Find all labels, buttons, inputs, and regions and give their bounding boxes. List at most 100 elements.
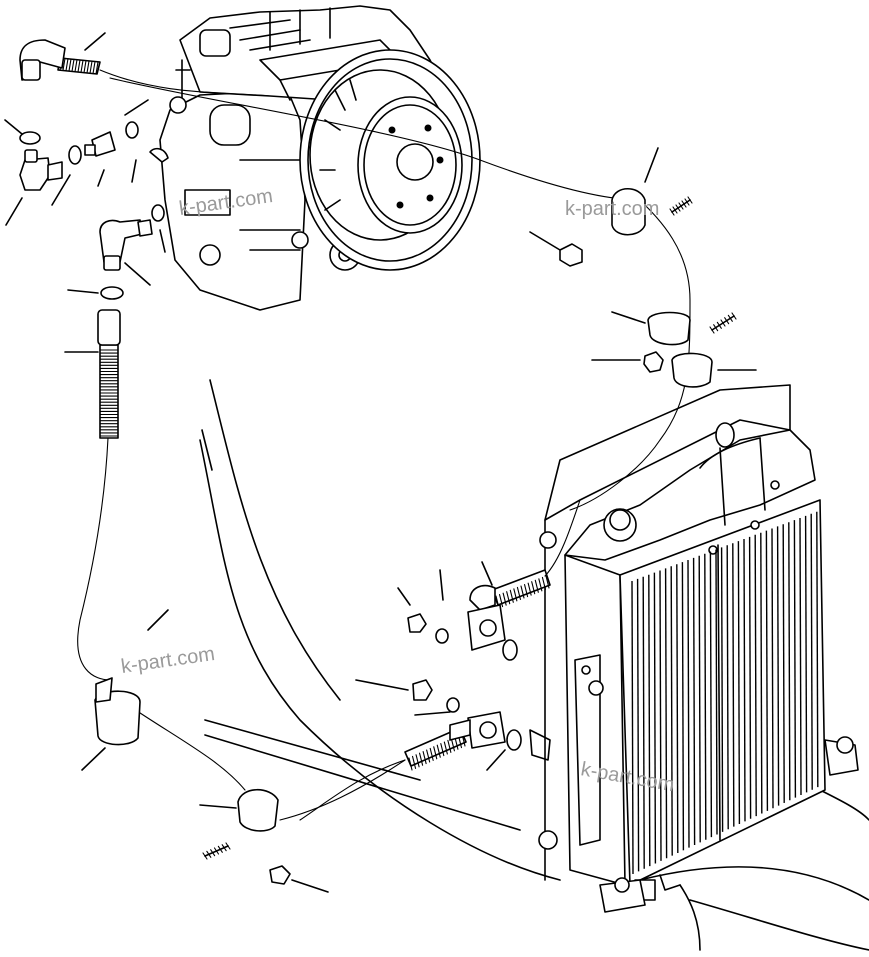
callout-leader — [81, 747, 106, 771]
bolt-thread — [206, 850, 212, 858]
hose-rib — [89, 60, 93, 74]
callout-leader — [97, 169, 105, 187]
radiator-fin — [681, 562, 685, 851]
callout-leader — [124, 262, 151, 286]
callout-leader — [486, 749, 506, 771]
hose-rib — [506, 591, 511, 605]
hose-rib — [426, 749, 431, 763]
nut — [559, 243, 583, 267]
radiator-fin — [737, 541, 741, 824]
hose-rib — [541, 576, 546, 590]
radiator-fin — [698, 555, 701, 843]
hose-rib — [436, 744, 441, 758]
hose-rib — [450, 738, 455, 752]
callout-leader — [5, 197, 23, 226]
bolt-thread — [716, 321, 722, 329]
bolt-thread — [720, 319, 726, 327]
callout-leader — [439, 569, 444, 601]
bolt-thread — [669, 208, 675, 216]
radiator-fin — [771, 528, 774, 809]
hoses — [19, 39, 691, 821]
bolt-thread — [709, 326, 715, 334]
callout-leaders — [4, 32, 757, 893]
hose-rib — [415, 754, 420, 768]
radiator-fin — [642, 576, 645, 869]
radiator-fin — [776, 526, 780, 806]
hose-rib — [520, 585, 525, 599]
hose-rib — [422, 751, 427, 765]
hose-rib — [62, 57, 66, 71]
callout-leader — [4, 119, 23, 135]
bolt-thread — [213, 847, 220, 855]
radiator-fin — [720, 547, 724, 832]
hose-rib — [411, 755, 417, 769]
bolt-thread — [202, 852, 208, 860]
frame-rails — [199, 379, 869, 951]
hose-rib — [440, 743, 445, 757]
radiator-fin — [732, 543, 735, 827]
callout-leader — [644, 147, 659, 183]
bolt-thread — [731, 312, 737, 320]
radiator-fin — [804, 515, 808, 793]
hose-rib — [83, 60, 87, 74]
bolt-thread — [217, 845, 223, 853]
radiator-fin — [664, 568, 668, 859]
radiator-fin — [659, 570, 662, 861]
hose-rib — [77, 59, 81, 73]
hose-rib — [531, 581, 536, 595]
radiator-fin — [765, 530, 769, 811]
bolt-thread — [225, 842, 231, 850]
bolt-thread — [672, 206, 678, 214]
radiator-fins — [631, 511, 819, 875]
callout-leader — [51, 174, 71, 206]
bolt-thread — [713, 324, 719, 332]
hose-rib — [443, 741, 448, 755]
callout-leader — [131, 159, 137, 183]
radiator-fin — [726, 545, 729, 830]
radiator-divider — [717, 544, 721, 841]
hose-rib — [429, 747, 434, 761]
callout-leader — [397, 587, 411, 606]
fittings — [19, 131, 506, 749]
radiator-fin — [715, 549, 718, 835]
radiator-fin — [648, 574, 651, 867]
callout-leader — [199, 804, 237, 809]
flywheel — [299, 49, 481, 271]
callout-leader — [291, 879, 329, 893]
callout-leader — [124, 99, 149, 116]
radiator-fin — [676, 564, 679, 853]
hose-rib — [65, 58, 69, 72]
hose-rib — [499, 594, 504, 608]
hose-rib — [524, 584, 529, 598]
hose-rib — [92, 61, 96, 75]
hose-rib — [74, 59, 78, 73]
callout-leader — [159, 229, 166, 253]
hose-rib — [545, 575, 550, 589]
radiator-fin — [631, 580, 634, 875]
watermark: k-part.com — [565, 198, 659, 220]
watermark: k-part.com — [120, 643, 217, 678]
radiator-fin — [782, 524, 785, 803]
callout-leader — [529, 231, 561, 251]
elbow-fitting-mid — [99, 219, 143, 263]
clamp — [611, 187, 646, 236]
hose-rib — [513, 588, 518, 602]
bolt-thread — [727, 314, 733, 322]
radiator-fin — [743, 538, 746, 822]
radiator-fin — [793, 520, 797, 798]
o-ring — [19, 131, 41, 145]
radiator-fin — [670, 566, 673, 856]
bolt-thread — [210, 849, 216, 857]
radiator-fin — [810, 513, 813, 790]
bolt-thread — [724, 317, 730, 325]
hose-rib — [502, 592, 507, 606]
callout-leader — [84, 32, 106, 51]
callout-leader — [414, 711, 451, 716]
radiator-fin — [692, 557, 696, 846]
hose-rib — [433, 746, 438, 760]
radiator-fin — [760, 532, 763, 814]
hose-rib — [95, 61, 99, 75]
hose-rib — [516, 586, 521, 600]
bolt-thread — [687, 196, 693, 204]
